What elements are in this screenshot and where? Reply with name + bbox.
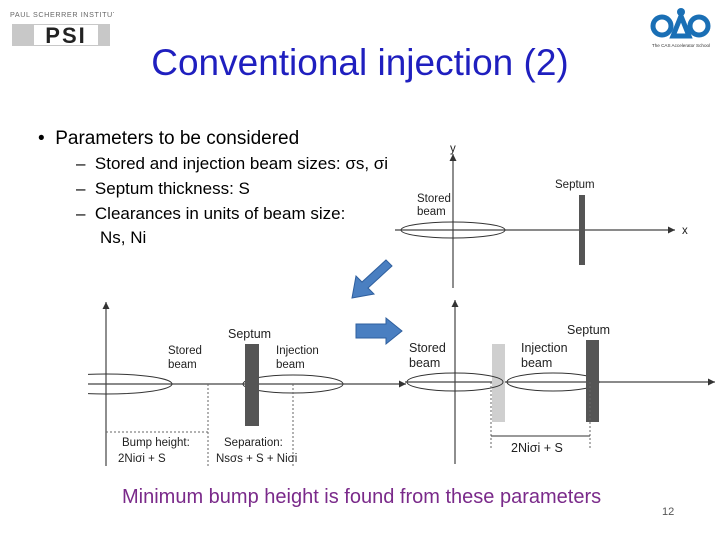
- bump-formula: 2Niσi + S: [511, 441, 563, 455]
- diagram-bumped: Septum Stored beam Injection beam 2Niσi …: [405, 296, 720, 471]
- separation-formula: Nsσs + S + Niσi: [216, 453, 297, 465]
- sub-bullet-beam-sizes: – Stored and injection beam sizes: σs, σ…: [76, 154, 389, 173]
- bullet-icon: •: [38, 128, 56, 149]
- footer-caption: Minimum bump height is found from these …: [122, 486, 602, 508]
- septum-label: Septum: [228, 327, 271, 341]
- stored-beam-label-2: beam: [417, 206, 446, 218]
- x-axis-label: x: [682, 225, 688, 237]
- stored-beam-label: Stored: [409, 341, 446, 355]
- diagram-top: y x Septum Stored beam: [395, 140, 700, 290]
- bullet-point: • Parameters to be considered: [38, 128, 299, 150]
- septum-label: Septum: [555, 179, 595, 191]
- stored-beam-label-2: beam: [168, 359, 197, 371]
- down-left-arrow-icon: [346, 256, 394, 302]
- injection-beam-label-2: beam: [521, 356, 552, 370]
- page-number: 12: [662, 506, 675, 518]
- stored-beam-label: Stored: [168, 345, 202, 357]
- injection-beam-label: Injection: [276, 345, 319, 357]
- diagram-conventional: Septum Stored beam Injection beam Bump h…: [39, 296, 408, 471]
- cas-logo: The CAS Accelerator School: [646, 4, 716, 50]
- sub-bullet-septum-thickness: – Septum thickness: S: [76, 179, 250, 198]
- psi-logo-caption: PAUL SCHERRER INSTITUT: [10, 10, 114, 19]
- slide-title: Conventional injection (2): [151, 42, 569, 83]
- septum-label: Septum: [567, 323, 610, 337]
- bullet-text: Parameters to be considered: [55, 128, 300, 149]
- separation-label: Separation:: [224, 437, 283, 449]
- sub-bullet-text: Clearances in units of beam size:: [94, 204, 346, 223]
- right-arrow-icon: [354, 316, 404, 346]
- sub-bullet-text: Septum thickness: S: [94, 179, 250, 198]
- psi-logo-mark: PSI: [45, 23, 86, 48]
- stored-beam-label: Stored: [417, 193, 451, 205]
- sub-bullet-clearances: – Clearances in units of beam size:: [76, 204, 346, 223]
- injection-beam-label: Injection: [521, 341, 568, 355]
- injection-beam-label-2: beam: [276, 359, 305, 371]
- bump-height-formula: 2Niσi + S: [118, 453, 166, 465]
- cas-logo-caption: The CAS Accelerator School: [652, 43, 710, 48]
- sub-bullet-text: Stored and injection beam sizes: σs, σi: [94, 154, 389, 173]
- sub-bullet-clearances-cont: Ns, Ni: [100, 228, 146, 248]
- bump-height-label: Bump height:: [122, 437, 190, 449]
- stored-beam-label-2: beam: [409, 356, 440, 370]
- y-axis-label: y: [450, 143, 456, 155]
- sub-bullet-text: Ns, Ni: [100, 228, 147, 247]
- psi-logo: PAUL SCHERRER INSTITUT PSI: [10, 8, 117, 48]
